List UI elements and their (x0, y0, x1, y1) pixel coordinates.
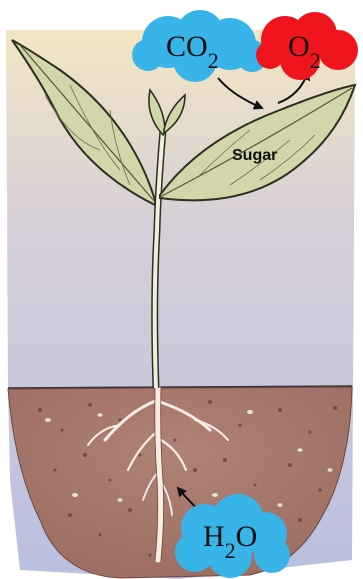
sugar-label: Sugar (232, 147, 277, 164)
